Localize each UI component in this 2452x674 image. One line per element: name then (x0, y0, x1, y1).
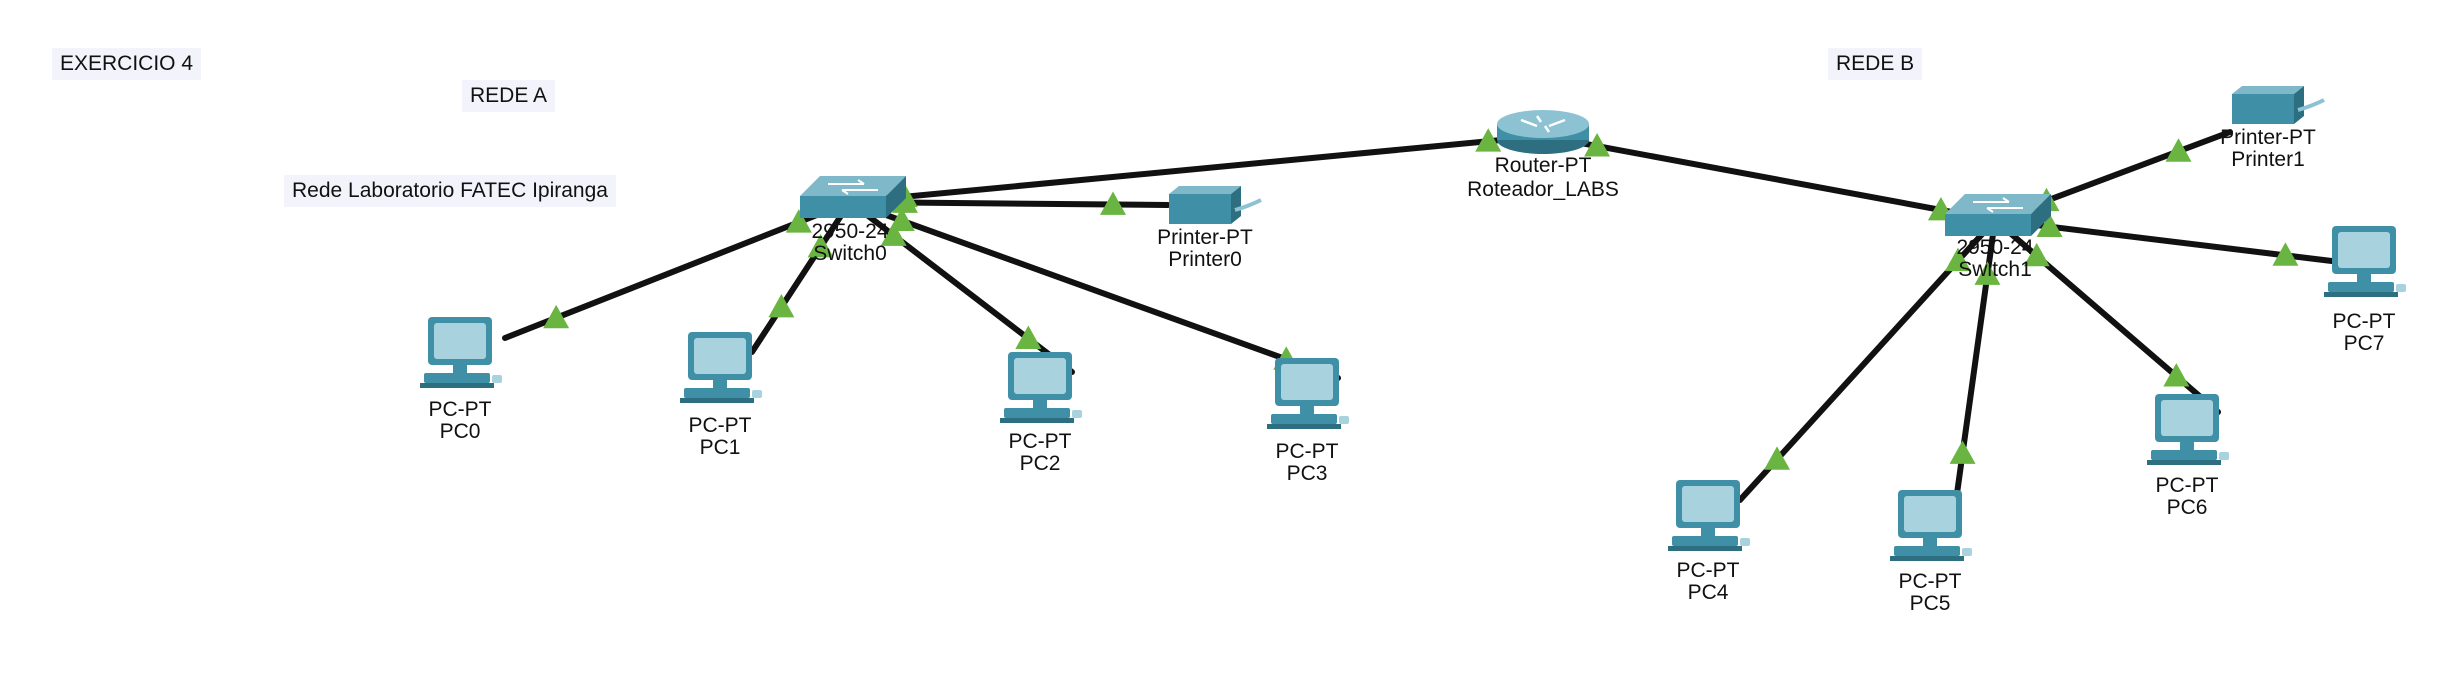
device-name-label: Roteador_LABS (1467, 178, 1619, 201)
device-name-label: PC2 (1020, 452, 1061, 475)
device-model-label: Router-PT (1495, 154, 1592, 177)
router-icon (1497, 110, 1589, 154)
link-up-indicator-icon (2023, 242, 2050, 267)
link-up-indicator-icon (2165, 138, 2192, 162)
link-up-indicator-icon (891, 189, 918, 213)
device-name-label: Switch1 (1958, 258, 2032, 281)
lab-description-note[interactable]: Rede Laboratorio FATEC Ipiranga (284, 175, 616, 207)
link-up-indicator-icon (807, 234, 834, 258)
device-model-label: Printer-PT (1157, 226, 1253, 249)
device-name-label: PC0 (440, 420, 481, 443)
link-up-indicator-icon (1949, 440, 1976, 464)
device-name-label: PC3 (1287, 462, 1328, 485)
link-up-indicator-icon (1015, 325, 1042, 349)
link-switch0-pc1[interactable] (749, 199, 853, 355)
device-model-label: PC-PT (1677, 559, 1740, 582)
link-up-indicator-icon (768, 294, 795, 318)
link-up-indicator-icon (1974, 261, 2001, 285)
device-name-label: PC6 (2167, 496, 2208, 519)
link-up-indicator-icon (1944, 247, 1971, 272)
link-up-indicator-icon (2272, 242, 2299, 266)
pc-icon (420, 317, 502, 388)
device-model-label: Printer-PT (2220, 126, 2316, 149)
device-name-label: PC7 (2344, 332, 2385, 355)
network-a-note[interactable]: REDE A (462, 80, 556, 112)
device-model-label: PC-PT (429, 398, 492, 421)
link-up-indicator-icon (543, 304, 570, 329)
pc-icon (1267, 358, 1349, 429)
link-indicators-layer (543, 128, 2299, 470)
switch-icon (800, 176, 906, 218)
device-model-label: PC-PT (2333, 310, 2396, 333)
link-up-indicator-icon (1584, 133, 1611, 157)
link-up-indicator-icon (785, 209, 812, 233)
device-name-label: PC1 (700, 436, 741, 459)
device-model-label: PC-PT (1009, 430, 1072, 453)
pc-icon (1668, 480, 1750, 551)
link-switch0-router[interactable] (847, 133, 1546, 205)
exercise-title-note[interactable]: EXERCICIO 4 (52, 48, 202, 80)
device-name-label: Printer1 (2231, 148, 2305, 171)
link-up-indicator-icon (2163, 363, 2190, 387)
printer-icon (2232, 86, 2325, 124)
device-name-label: PC4 (1688, 581, 1729, 604)
pc-icon (1000, 352, 1082, 423)
links-layer (502, 129, 2343, 511)
device-model-label: PC-PT (1276, 440, 1339, 463)
switch-icon (1945, 194, 2051, 236)
link-up-indicator-icon (1475, 128, 1502, 152)
device-name-label: PC5 (1910, 592, 1951, 615)
link-up-indicator-icon (1100, 191, 1127, 215)
link-router-switch1[interactable] (1540, 133, 1998, 223)
device-name-label: Printer0 (1168, 248, 1242, 271)
device-model-label: 2950-24 (1956, 236, 2033, 259)
link-up-indicator-icon (880, 222, 907, 246)
device-model-label: PC-PT (1899, 570, 1962, 593)
link-switch0-pc3[interactable] (847, 199, 1341, 381)
device-model-label: 2950-24 (811, 220, 888, 243)
link-up-indicator-icon (1764, 446, 1791, 470)
device-model-label: PC-PT (689, 414, 752, 437)
pc-icon (2147, 394, 2229, 465)
pc-icon (1890, 490, 1972, 561)
link-up-indicator-icon (2036, 213, 2063, 238)
device-name-label: Switch0 (813, 242, 887, 265)
pc-icon (2324, 226, 2406, 297)
printer-icon (1169, 186, 1262, 224)
device-model-label: PC-PT (2156, 474, 2219, 497)
network-b-note[interactable]: REDE B (1828, 48, 1923, 80)
link-up-indicator-icon (888, 207, 915, 232)
pc-icon (680, 332, 762, 403)
